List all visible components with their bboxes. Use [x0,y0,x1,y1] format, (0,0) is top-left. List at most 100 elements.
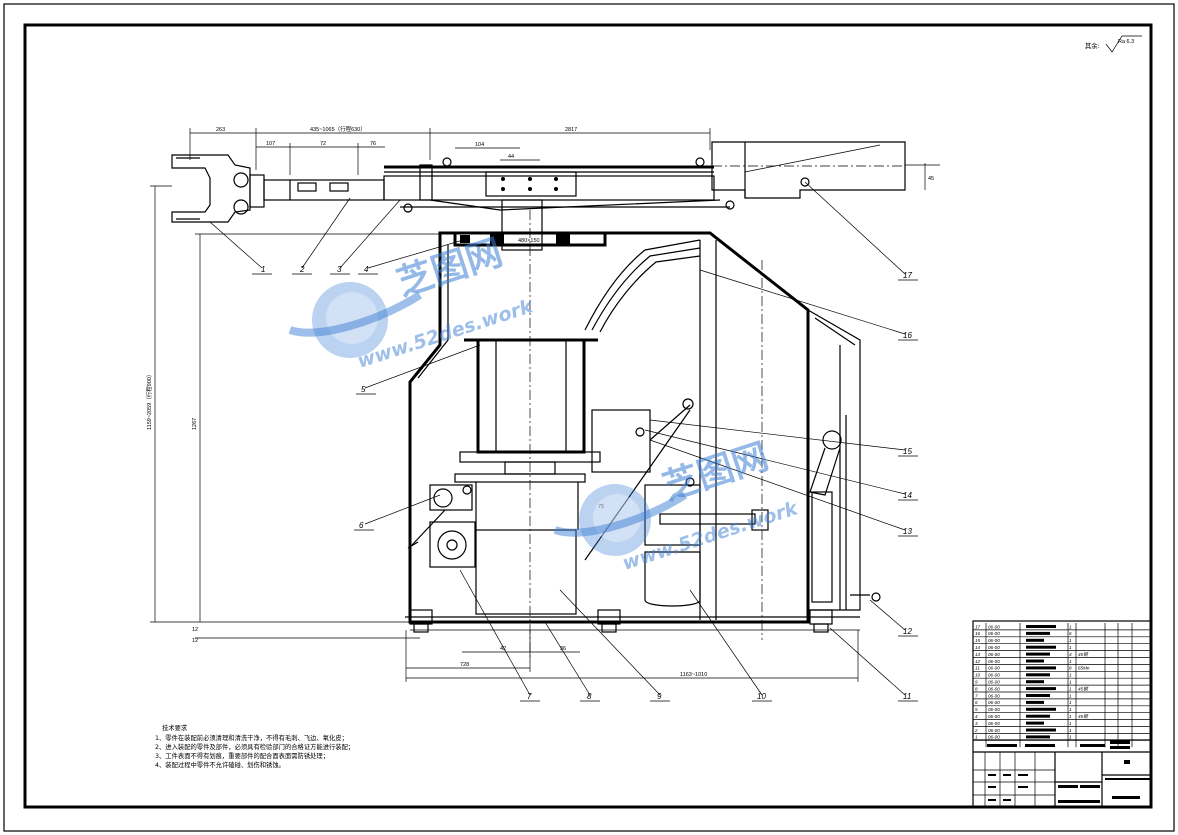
bom-no: 6 [975,700,978,705]
bom-no: 9 [975,680,978,685]
bom-code: 06-00 [988,686,1000,691]
bom-code: 06-00 [988,638,1000,643]
dim-480x150: 480×150 [518,238,540,244]
valve-block [584,398,769,607]
dim-728: 728 [460,662,469,668]
dim-42: 42 [500,646,506,652]
bom-no: 2 [974,728,978,733]
top-dimensions: 263 435~1065（行程630） 2817 107 72 76 104 4… [189,125,934,190]
bom-name-bar [1026,673,1050,677]
watermark-cn-top: 芝图网 [392,232,507,304]
dim-76: 76 [370,141,376,147]
bom-code: 06-00 [988,645,1000,650]
dim-45: 45 [928,176,934,182]
bottom-dimensions: 728 1163~1010 42 36 75 [405,504,859,682]
dim-104: 104 [475,142,484,148]
feet [409,609,833,633]
bom-qty: 1 [1069,721,1072,726]
part-label-16: 16 [903,331,912,340]
bom-name-bar [1026,707,1056,711]
bom-qty: 4 [1069,652,1072,657]
dim-36: 36 [560,646,566,652]
dim-stroke: 435~1065（行程630） [310,125,366,133]
bom-name-bar [1026,631,1050,635]
lift-cylinder [454,210,601,660]
housing [405,231,861,640]
main-view: 263 435~1065（行程630） 2817 107 72 76 104 4… [145,125,940,702]
bom-no: 8 [975,686,978,691]
counterweight [711,141,940,199]
part-label-11: 11 [903,692,911,701]
roughness-prefix: 其余: [1085,41,1100,50]
bom-qty: 1 [1069,693,1072,698]
part-label-14: 14 [903,491,912,500]
bom-qty: 1 [1069,659,1072,664]
bom-name-bar [1026,625,1056,628]
part-label-17: 17 [903,271,912,280]
bom-code: 06-00 [988,624,1000,629]
bom-qty: 8 [1069,666,1072,671]
dim-44: 44 [508,154,514,160]
part-label-2: 2 [299,265,305,274]
dim-height-total: 1159~2059（行程900） [145,372,153,430]
bom-code: 06-00 [988,728,1000,733]
bom-no: 16 [975,631,981,636]
swing-arm [809,430,881,603]
part-label-15: 15 [903,447,912,456]
bom-name-bar [1026,666,1056,670]
bom-code: 06-00 [988,700,1000,705]
bom-code: 06-00 [988,707,1000,712]
dim-bottom-b: 12 [192,638,198,644]
part-label-1: 1 [261,265,265,274]
bom-no: 1 [975,735,978,740]
bom-qty: 1 [1069,728,1072,733]
bom-no: 12 [975,659,981,664]
bom-material: 45钢 [1078,686,1089,691]
bom-name-bar [1026,700,1044,704]
part-label-13: 13 [903,527,912,536]
bom-name-bar [1026,638,1044,642]
bom-name-bar [1026,735,1050,739]
dim-263: 263 [216,127,225,133]
bom-no: 4 [975,714,978,719]
bom-material: 45钢 [1078,652,1089,657]
bom-qty: 6 [1069,631,1072,636]
bom-qty: 1 [1069,645,1072,650]
gripper [171,154,385,223]
bom-qty: 1 [1069,686,1072,691]
bom-name-bar [1026,680,1044,684]
watermark-top: 芝图网 www.52des.work [288,232,537,373]
dim-width: 1163~1010 [680,672,707,678]
tech-note-line-2: 2、进入装配的零件及部件，必须具有检验部门的合格证方能进行装配； [155,742,354,751]
bom-material: 45钢 [1078,714,1089,719]
bom-code: 06-00 [988,652,1000,657]
inner-frame [23,23,1153,809]
bom-name-bar [1026,714,1050,718]
dim-75: 75 [598,504,604,510]
tech-notes: 技术要求 1、零件在装配前必须清理和清洗干净，不得有毛刺、飞边、氧化皮； 2、进… [155,723,354,769]
part-label-6: 6 [359,521,364,530]
roughness-value: Ra 6.3 [1118,39,1134,45]
bom-code: 06-00 [988,631,1000,636]
bom-name-bar [1026,694,1050,697]
bom-no: 11 [975,666,980,671]
dim-height-body: 1267 [192,418,198,430]
bom-code: 06-00 [988,673,1000,678]
part-label-3: 3 [337,265,342,274]
tech-note-line-3: 3、工件表面不得有划痕，重要部件的配合面表面需防锈处理； [155,751,329,760]
bom-no: 3 [975,721,978,726]
bom-name-bar [1026,728,1056,732]
tech-note-line-4: 4、装配过程中零件不允许磕碰、划伤和锈蚀。 [155,760,285,769]
bom-no: 10 [975,673,981,678]
bom-no: 15 [975,638,981,643]
vertical-dimensions: 1159~2059（行程900） 1267 12 12 [145,185,440,644]
leaders: 1 2 3 4 5 6 7 8 9 10 11 12 13 14 15 16 1… [209,181,918,702]
roughness-note: 其余: Ra 6.3 [1085,35,1142,53]
bom-code: 06-00 [988,714,1000,719]
bom-name-bar [1026,659,1044,663]
outer-border [3,3,1175,832]
bom-no: 5 [975,707,978,712]
